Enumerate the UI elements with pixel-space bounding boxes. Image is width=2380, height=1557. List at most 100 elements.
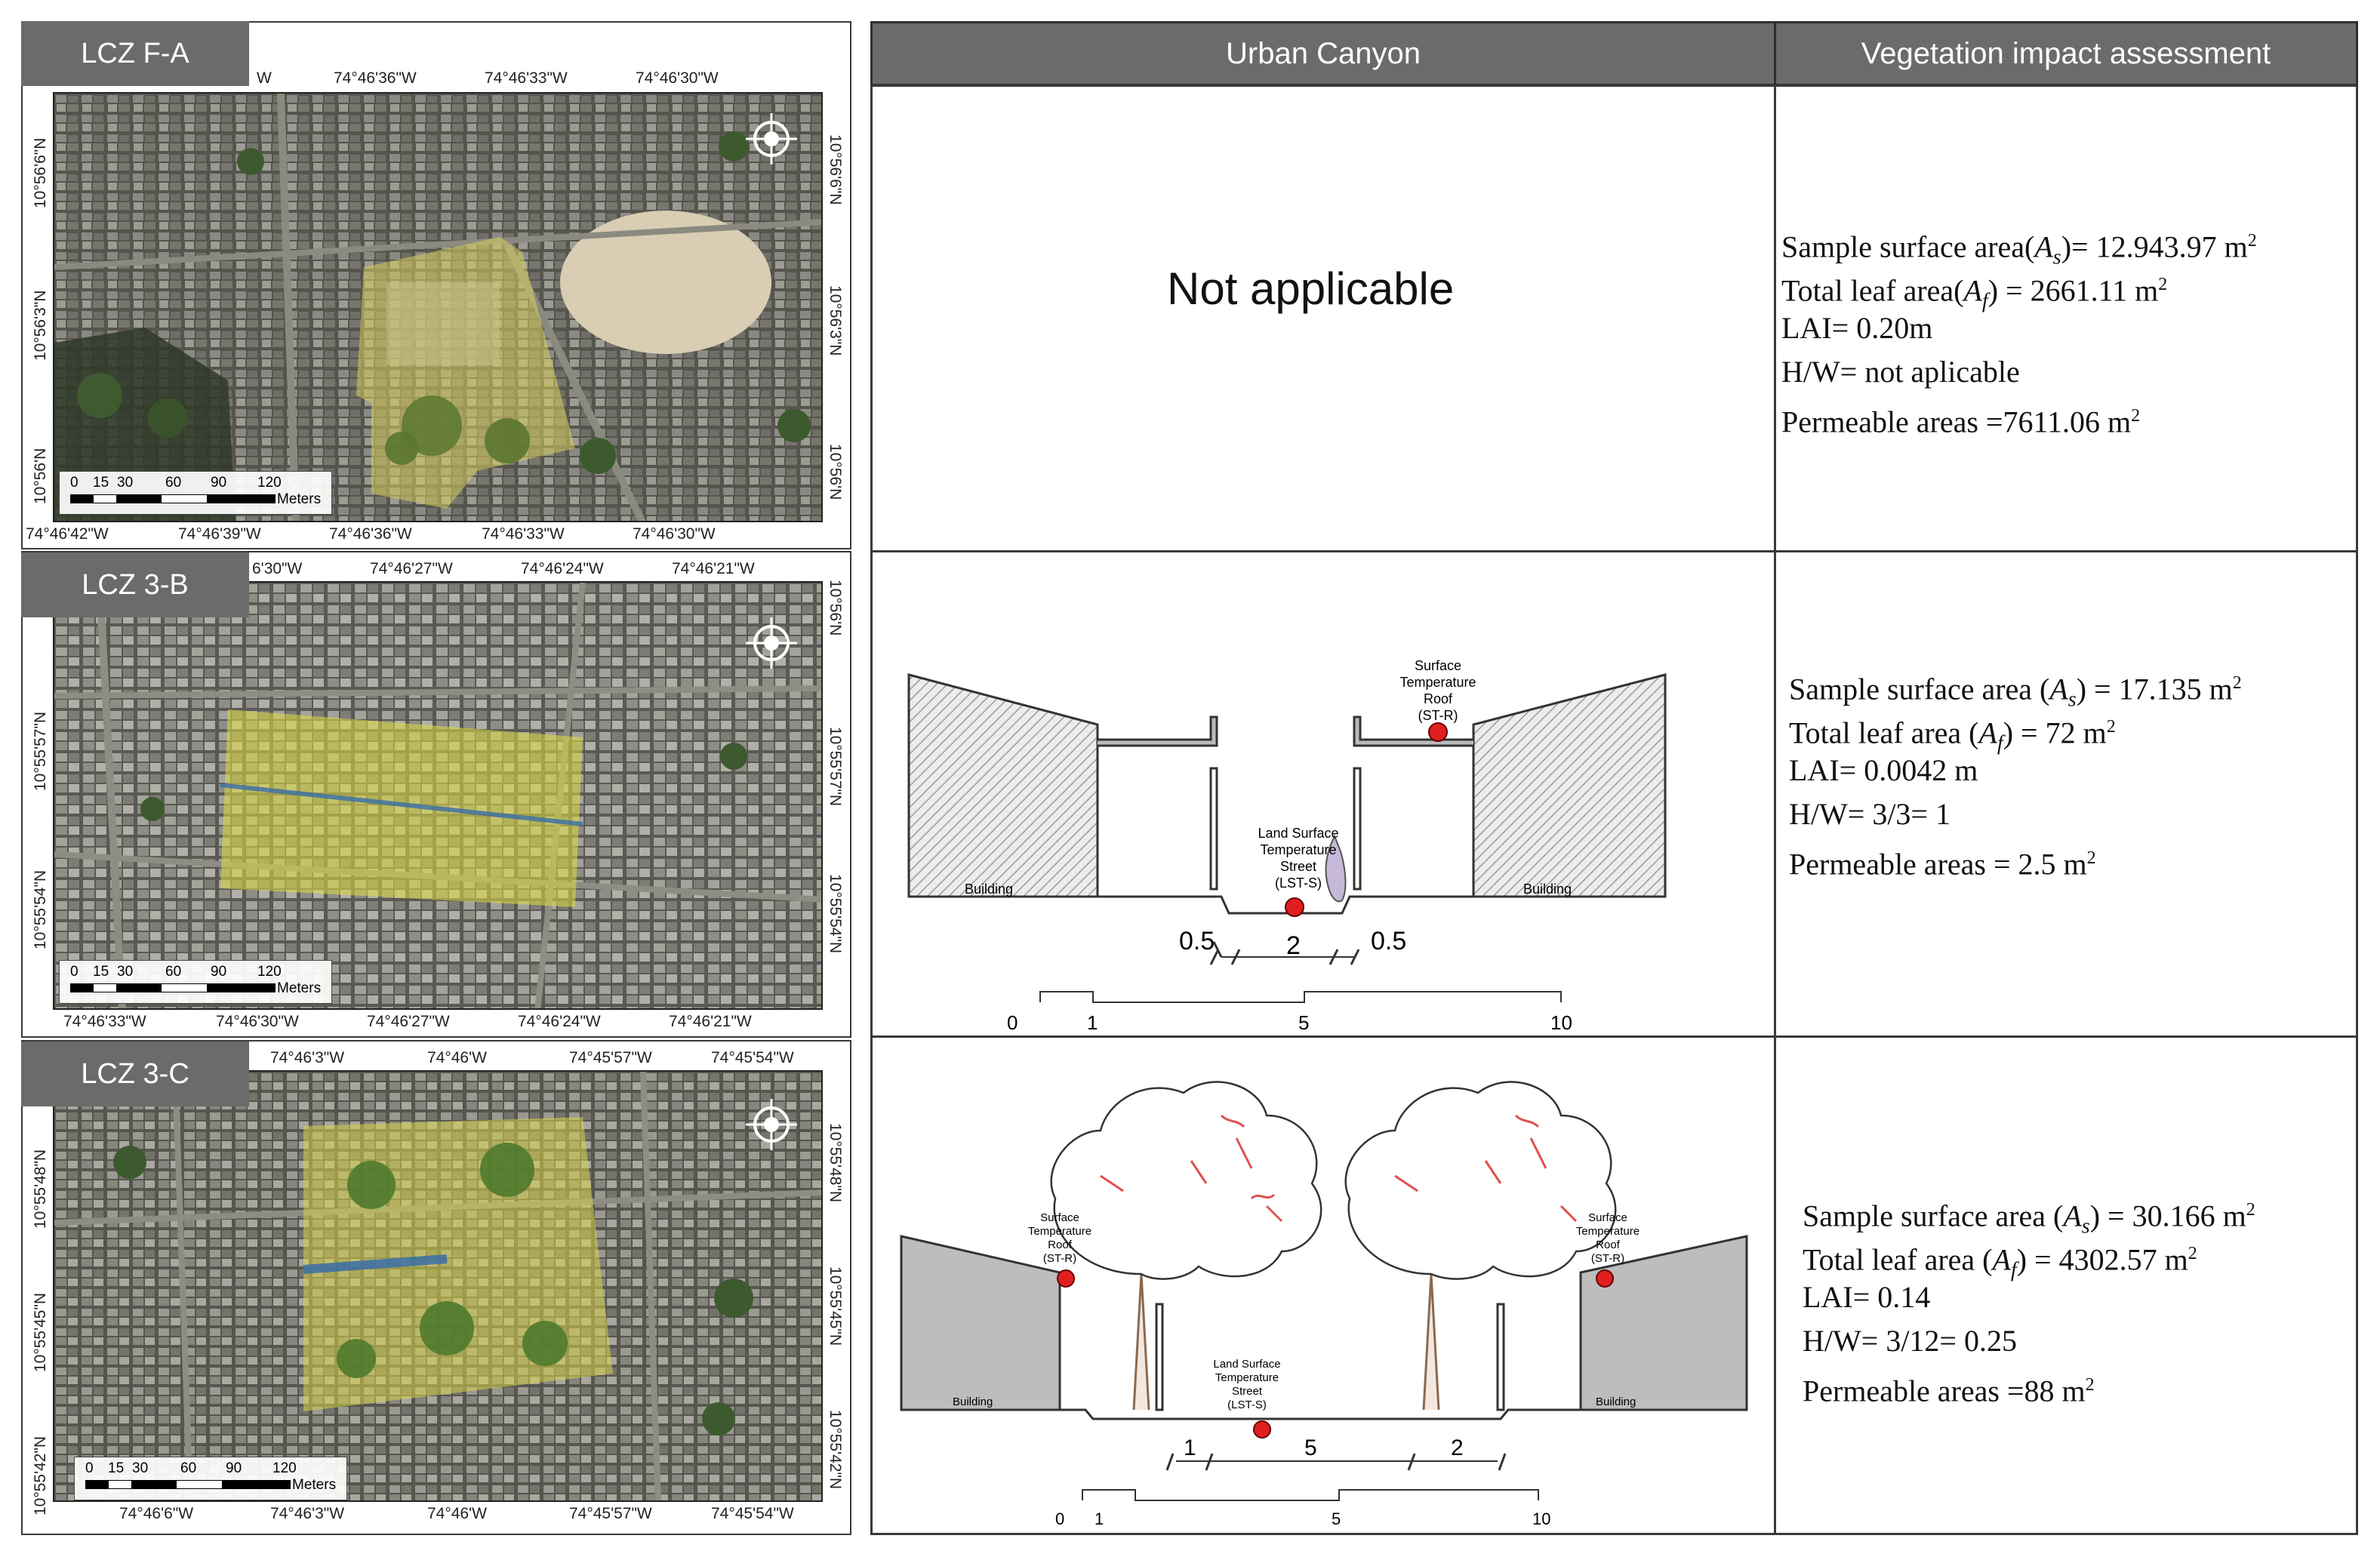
building-left — [907, 673, 1099, 898]
satellite-image-2 — [54, 583, 821, 1008]
metric-hw: H/W= 3/12= 0.25 — [1803, 1324, 2017, 1358]
scale-bar-stripes — [70, 983, 276, 992]
roof-left — [1098, 715, 1218, 747]
lcz-tag-3-text: LCZ 3-C — [81, 1057, 189, 1090]
figure-table: Urban Canyon Vegetation impact assessmen… — [21, 21, 2358, 1535]
map1-right-coord: 10°56'6"N — [827, 134, 844, 205]
roof-label: Temperature — [1028, 1225, 1091, 1238]
map1-bottom-coord: 74°46'42"W — [26, 525, 109, 543]
map2-right-coord: 10°55'54"N — [827, 874, 844, 954]
map2-bottom-coord: 74°46'33"W — [63, 1013, 146, 1030]
metrics-cell-2 — [1774, 550, 2358, 1038]
header-vegetation: Vegetation impact assessment — [1774, 21, 2358, 86]
map3-top-coord: 74°45'54"W — [711, 1049, 794, 1066]
street-label: Temperature — [1215, 1371, 1279, 1384]
map2-top-coord: 74°46'27"W — [370, 560, 453, 577]
map3-top-coord: 74°45'57"W — [569, 1049, 652, 1066]
scale-tick: 15 — [93, 475, 109, 491]
roof-label: Temperature — [1576, 1225, 1640, 1238]
scale-tick: 15 — [108, 1460, 125, 1476]
wall-right — [1496, 1303, 1505, 1411]
street-label: (LST-S) — [1227, 1399, 1267, 1411]
map2-bottom-coord: 74°46'27"W — [367, 1013, 450, 1030]
canyon-diagram-3: Surface Temperature Roof (ST-R) Surface … — [900, 1081, 1748, 1528]
scale-tick: 10 — [1550, 1011, 1572, 1032]
header-vegetation-text: Vegetation impact assessment — [1861, 36, 2271, 70]
scale-tick: 60 — [180, 1460, 197, 1476]
scale-tick: 1 — [1087, 1011, 1098, 1032]
scale-bar-3: 0 15 30 60 90 120 Meters — [74, 1457, 347, 1500]
scale-tick: 0 — [70, 964, 79, 980]
dim-label: 2 — [1451, 1435, 1464, 1460]
street-profile — [1060, 1408, 1581, 1420]
building-right — [1472, 673, 1667, 898]
map1-bottom-coord: 74°46'36"W — [329, 525, 412, 543]
marker-roof — [1428, 722, 1448, 742]
map2-bottom-coord: 74°46'30"W — [216, 1013, 299, 1030]
map3-left-coord: 10°55'45"N — [32, 1292, 49, 1372]
metric-sample-area: Sample surface area (As) = 30.166 m2 — [1803, 1199, 2255, 1239]
street-label: Temperature — [1260, 842, 1336, 857]
map1-left-coord: 10°56'3"N — [32, 290, 49, 361]
map3-bottom-coord: 74°45'57"W — [569, 1505, 652, 1522]
dim-label: 0.5 — [1179, 927, 1215, 955]
scale-unit: Meters — [277, 980, 322, 996]
map1-right-coord: 10°56'3"N — [827, 285, 844, 356]
map2-top-coord: 74°46'21"W — [672, 560, 755, 577]
marker-street — [1253, 1420, 1271, 1439]
header-urban-canyon-text: Urban Canyon — [1226, 36, 1421, 70]
scale-tick: 30 — [117, 475, 134, 491]
map3-bottom-coord: 74°46'W — [427, 1505, 487, 1522]
lcz-tag-2-text: LCZ 3-B — [82, 568, 189, 601]
metric-permeable: Permeable areas = 2.5 m2 — [1789, 847, 2096, 882]
scale-tick: 0 — [70, 475, 79, 491]
map2-bottom-coord: 74°46'21"W — [669, 1013, 752, 1030]
roof-label: Roof — [1424, 691, 1453, 706]
map3-left-coord: 10°55'42"N — [32, 1435, 49, 1515]
canyon-diagram-2: Surface Temperature Roof (ST-R) Land Sur… — [907, 658, 1667, 1032]
scale-unit: Meters — [277, 491, 322, 507]
dim-label: 0.5 — [1371, 927, 1406, 955]
wall-left — [1155, 1303, 1164, 1411]
dim-label: 1 — [1184, 1435, 1196, 1460]
map1-top-coord: 74°46'33"W — [485, 69, 568, 87]
map3-top-coord: 74°46'W — [427, 1049, 487, 1066]
scale-bar-2: 0 15 30 60 90 120 Meters — [59, 960, 332, 1004]
map2-top-coord: 6'30"W — [252, 560, 303, 577]
metric-lai: LAI= 0.0042 m — [1789, 753, 1978, 787]
building-label-left: Building — [965, 882, 1013, 897]
building-label-right: Building — [1596, 1395, 1636, 1408]
tree-icon-right — [1344, 1081, 1617, 1411]
scale-bar-stripes — [85, 1480, 291, 1489]
lcz-tag-1: LCZ F-A — [21, 21, 249, 86]
map3-right-coord: 10°55'45"N — [827, 1266, 844, 1346]
satellite-map-2: 0 15 30 60 90 120 Meters — [53, 581, 823, 1010]
roof-label: Surface — [1040, 1211, 1079, 1224]
scale-tick: 5 — [1298, 1011, 1309, 1032]
scale-tick: 120 — [272, 1460, 297, 1476]
map2-left-coord: 10°55'57"N — [32, 711, 49, 791]
map3-bottom-coord: 74°45'54"W — [711, 1505, 794, 1522]
wall-right — [1353, 767, 1362, 891]
map1-top-coord: 74°46'30"W — [636, 69, 719, 87]
street-label: Land Surface — [1258, 826, 1338, 841]
metric-lai: LAI= 0.14 — [1803, 1280, 1931, 1314]
map3-right-coord: 10°55'42"N — [827, 1410, 844, 1490]
metric-sample-area: Sample surface area(As)= 12.943.97 m2 — [1781, 229, 2257, 269]
lcz-tag-1-text: LCZ F-A — [81, 37, 189, 69]
metric-lai: LAI= 0.20m — [1781, 311, 1933, 345]
metric-sample-area: Sample surface area (As) = 17.135 m2 — [1789, 672, 2242, 712]
scale-tick: 60 — [165, 475, 182, 491]
building-left — [900, 1235, 1061, 1411]
map2-right-coord: 10°55'57"N — [827, 727, 844, 807]
marker-roof-left — [1057, 1269, 1075, 1288]
metric-permeable: Permeable areas =88 m2 — [1803, 1374, 2095, 1408]
scale-tick: 0 — [1055, 1509, 1064, 1528]
street-label: Land Surface — [1213, 1358, 1280, 1371]
metric-leaf-area: Total leaf area(Af) = 2661.11 m2 — [1781, 273, 2168, 313]
building-label-left: Building — [953, 1395, 993, 1408]
roof-label: (ST-R) — [1418, 708, 1458, 723]
satellite-image-3 — [54, 1072, 821, 1500]
scale-tick: 1 — [1095, 1509, 1104, 1528]
roof-label: (ST-R) — [1591, 1252, 1624, 1265]
